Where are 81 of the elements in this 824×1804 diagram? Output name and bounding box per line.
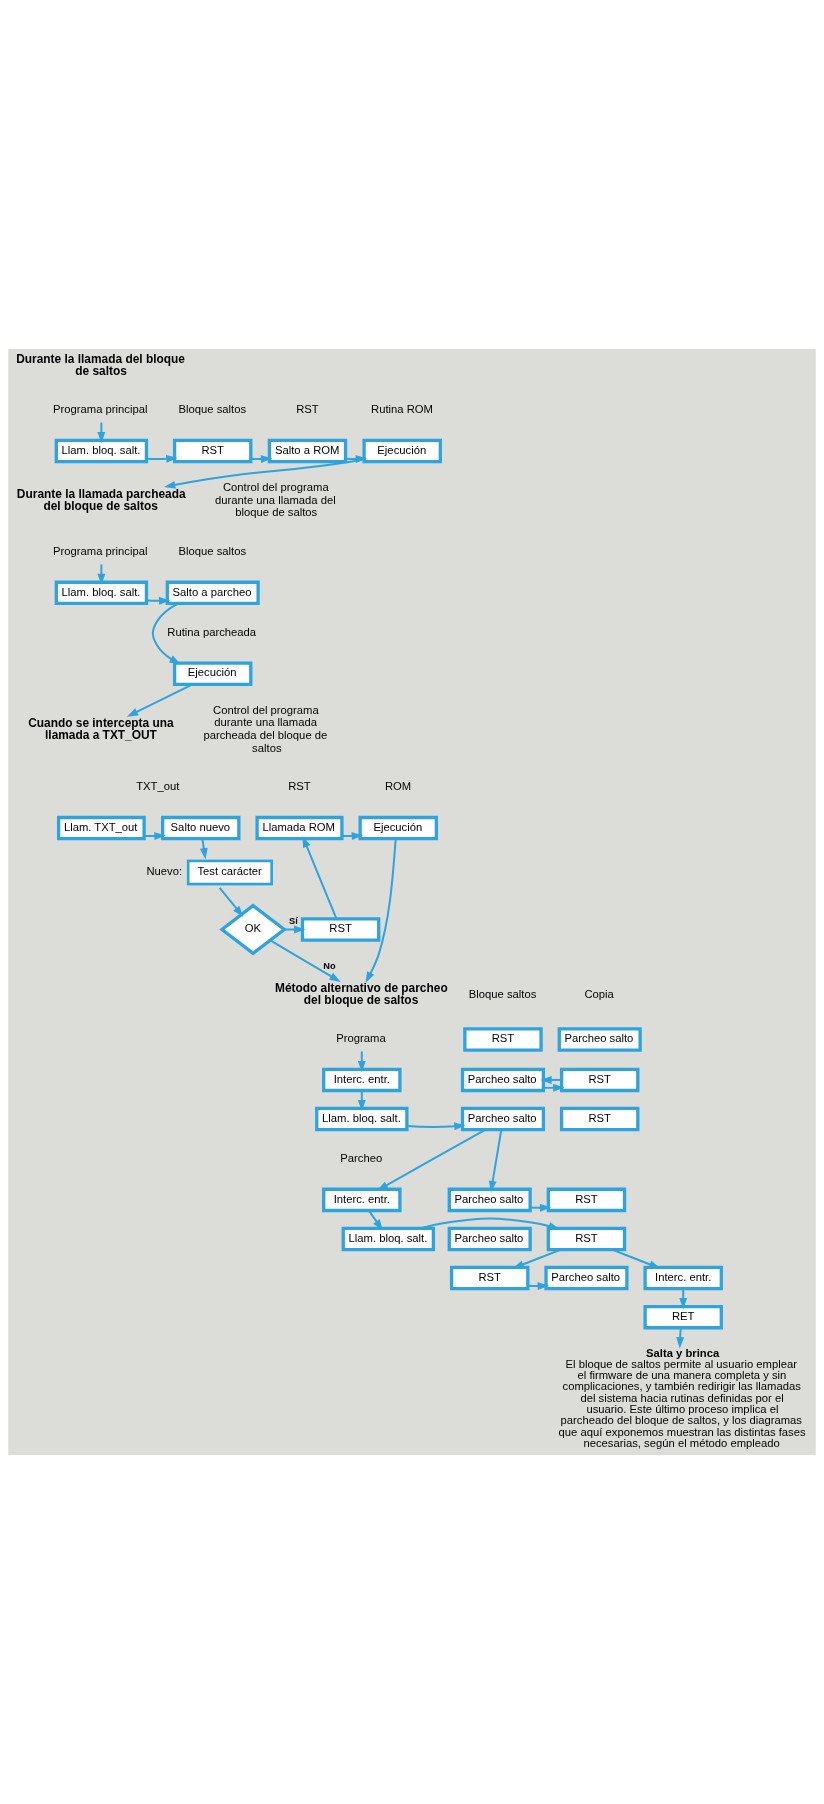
arrow (526, 1282, 549, 1290)
arrow (164, 458, 365, 489)
node-box: RET (643, 1304, 723, 1330)
arrow (679, 1287, 688, 1310)
label: TXT_out (136, 780, 180, 793)
arrow (488, 1128, 503, 1193)
arrow (340, 832, 363, 840)
arrow (269, 939, 341, 982)
arrow (145, 454, 178, 463)
node-box: Parcheo salto (447, 1226, 532, 1252)
arrow (218, 886, 244, 917)
node-box: Parcheo salto (557, 1027, 642, 1052)
node-box: Parcheo salto (447, 1187, 532, 1213)
arrow (249, 455, 273, 463)
node-box: RST (172, 438, 253, 464)
node-box: Ejecución (172, 661, 253, 686)
node-text: Durante la llamada parcheada del bloque de saltos (16, 487, 186, 513)
node-box: Ejecución (358, 815, 438, 841)
node-box: Parcheo salto (460, 1067, 546, 1093)
node-text: Programa principal (53, 545, 148, 558)
node-box: Llam. TXT_out (56, 815, 146, 841)
node-box: Parcheo salto (460, 1106, 546, 1132)
arrow (512, 1248, 562, 1269)
arrow (97, 563, 106, 586)
arrow (611, 1248, 661, 1269)
node-label: Nuevo: (146, 865, 183, 878)
arrow (376, 1128, 487, 1191)
node-box: Llam. bloq. salt. (54, 438, 149, 464)
node-box: Ejecución (362, 438, 442, 464)
arrow (365, 837, 397, 984)
label: Parcheo (340, 1152, 383, 1165)
node-text: Método alternativo de parcheo del bloque de saltos (274, 981, 448, 1007)
label: Copia (584, 987, 614, 1000)
arrow (357, 1050, 366, 1073)
node-text: Salta y brinca El bloque de saltos permite al usuario emplear el firmware de una manera completa y sin complicaciones, y también redirigir las llamadas del sistema hacia rutinas definidas por el usuario. Este último proceso implica el parcheado del bloque de saltos, y los diagramas que aquí exponemos muestran las distintas fases necesarias, según el método empleado (558, 1346, 806, 1449)
edge-label: No (323, 960, 336, 971)
arrow (406, 1122, 466, 1131)
node-box: RST (463, 1027, 543, 1052)
node-box: Llam. bloq. salt. (315, 1106, 409, 1132)
node-box: RST (300, 917, 381, 942)
node-text: Durante la llamada del bloque de saltos (16, 352, 185, 379)
node-box: Parcheo salto (544, 1265, 629, 1291)
node-box: Salto a parcheo (165, 580, 260, 606)
label: Bloque saltos (178, 403, 247, 416)
node-box: Llam. bloq. salt. (54, 580, 149, 606)
node-box: Salto a ROM (267, 438, 348, 464)
arrow (419, 1217, 560, 1230)
node-box: Llamada ROM (255, 815, 344, 841)
node-box: RST (546, 1187, 627, 1213)
label: RST (296, 403, 319, 416)
node-text: Programa (336, 1032, 386, 1045)
label: Control del programa durante una llamada del bloque de saltos (215, 481, 336, 519)
arrow (143, 832, 166, 840)
label: Control del programa durante una llamada parcheada del bloque de saltos (203, 703, 328, 754)
node-box: RST (546, 1226, 627, 1252)
node-box: RST (559, 1106, 640, 1132)
node-box: Interc. entr. (322, 1187, 402, 1213)
arrow (151, 602, 181, 665)
node-box: RST (449, 1265, 530, 1291)
node-text: Programa principal (53, 403, 148, 416)
node-box: Salto nuevo (161, 815, 241, 841)
arrow (542, 1083, 565, 1092)
node-box: Llam. bloq. salt. (341, 1226, 436, 1252)
arrow (529, 1203, 552, 1212)
edge-label: Sí (289, 916, 298, 927)
label: RST (288, 780, 311, 793)
label: Bloque saltos (468, 987, 537, 1000)
node-box: Interc. entr. (643, 1265, 723, 1291)
label: Bloque saltos (178, 545, 247, 558)
arrow (357, 1089, 366, 1112)
arrow (302, 835, 338, 920)
node-box: Interc. entr. (322, 1067, 402, 1093)
label: ROM (385, 780, 412, 793)
label: Rutina parcheada (167, 626, 257, 638)
arrow (367, 1209, 383, 1231)
node-box: RST (559, 1067, 640, 1093)
label: Rutina ROM (371, 403, 433, 416)
node-text: Cuando se intercepta una llamada a TXT_OUT (28, 715, 174, 742)
arrow (126, 683, 194, 717)
arrow (199, 837, 208, 860)
arrow (145, 596, 171, 605)
